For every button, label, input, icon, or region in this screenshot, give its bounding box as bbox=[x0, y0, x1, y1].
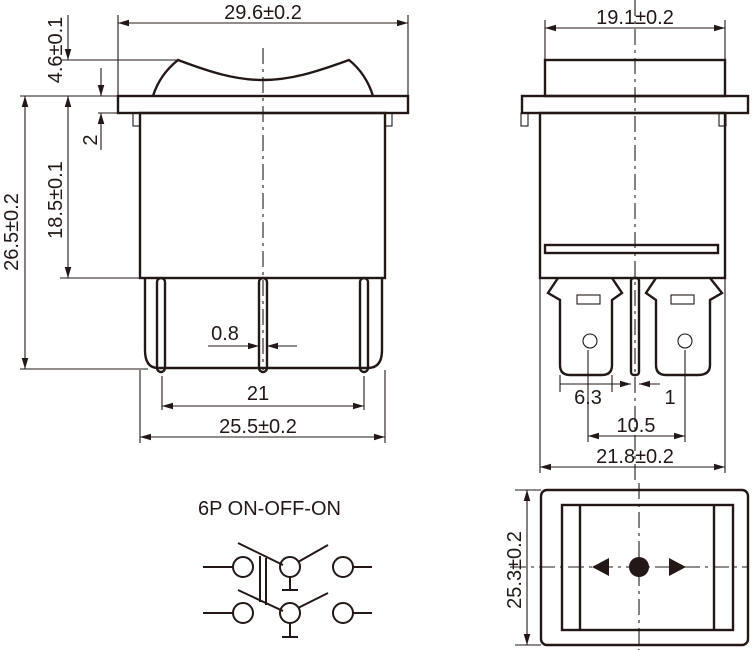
front-body-width-dim: 25.5±0.2 bbox=[219, 416, 297, 438]
side-view: 19.1±0.2 6.3 1 10.5 21.8±0.2 bbox=[520, 0, 750, 480]
side-bar bbox=[543, 243, 720, 255]
center-pin bbox=[629, 276, 641, 377]
pin-thickness-dim: 0.8 bbox=[211, 323, 239, 345]
terminal-spacing-dim: 10.5 bbox=[617, 415, 656, 437]
pin-span-dim: 21 bbox=[247, 383, 269, 405]
body-height-dim: 18.5±0.1 bbox=[45, 161, 67, 239]
side-body-width-dim: 21.8±0.2 bbox=[596, 446, 674, 468]
pin-width-dim: 1 bbox=[664, 387, 675, 409]
total-height-dim: 26.5±0.2 bbox=[1, 193, 23, 271]
schematic-title: 6P ON-OFF-ON bbox=[198, 498, 341, 520]
arrow-left-icon bbox=[592, 558, 609, 576]
arrow-right-icon bbox=[669, 558, 686, 576]
pins bbox=[155, 276, 370, 374]
bottom-view: 25.3±0.2 bbox=[504, 483, 750, 650]
front-view: 29.6±0.2 4.6±0.1 2 18.5±0.1 26.5±0.2 0.8… bbox=[1, 2, 410, 443]
flange-dim: 2 bbox=[80, 134, 102, 145]
schematic: 6P ON-OFF-ON bbox=[198, 498, 372, 638]
side-width-dim: 19.1±0.2 bbox=[596, 7, 674, 29]
bottom-height-dim: 25.3±0.2 bbox=[504, 531, 526, 609]
front-width-dim: 29.6±0.2 bbox=[224, 2, 302, 24]
center-dot-icon bbox=[629, 557, 649, 577]
rocker-height-dim: 4.6±0.1 bbox=[45, 17, 67, 84]
